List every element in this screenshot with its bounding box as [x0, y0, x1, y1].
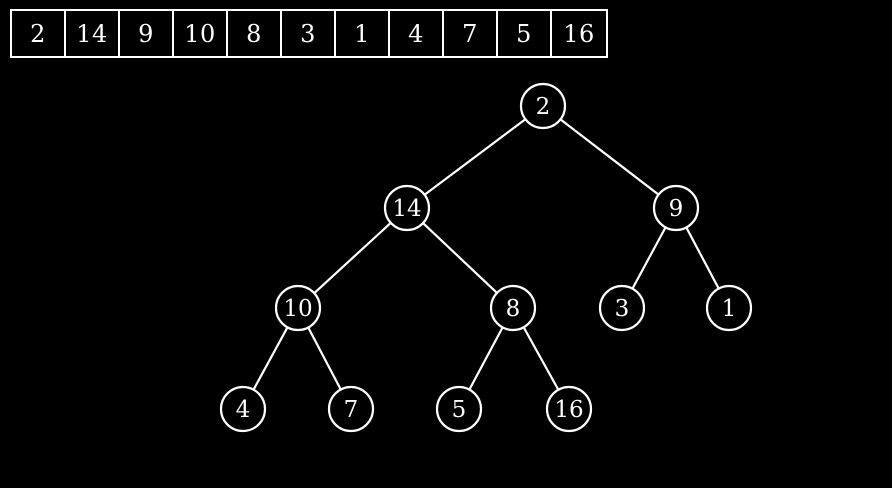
tree-node[interactable]: 14 — [383, 184, 431, 232]
tree-edge — [313, 222, 392, 294]
tree-edge-layer — [252, 118, 720, 391]
array-cell[interactable]: 1 — [336, 11, 390, 56]
tree-node-label: 2 — [536, 94, 551, 120]
tree-node-label: 3 — [615, 296, 630, 322]
tree-node-circle — [545, 385, 593, 433]
tree-node-label: 5 — [452, 397, 467, 423]
tree-edge — [307, 326, 342, 391]
array-cell[interactable]: 9 — [120, 11, 174, 56]
tree-node-circle — [435, 385, 483, 433]
tree-node-circle — [652, 184, 700, 232]
tree-edge — [685, 226, 720, 290]
tree-node-circle — [383, 184, 431, 232]
tree-node-label: 9 — [669, 196, 684, 222]
tree-node-label: 4 — [236, 397, 251, 423]
tree-node[interactable]: 16 — [545, 385, 593, 433]
array-cell[interactable]: 3 — [282, 11, 336, 56]
tree-edge — [468, 326, 504, 391]
tree-node-label: 8 — [506, 296, 521, 322]
tree-edge — [252, 326, 289, 391]
array-cell[interactable]: 10 — [174, 11, 228, 56]
array-cell[interactable]: 4 — [390, 11, 444, 56]
tree-node-circle — [219, 385, 267, 433]
tree-edge — [522, 326, 560, 391]
tree-node[interactable]: 9 — [652, 184, 700, 232]
tree-node-label: 14 — [392, 196, 421, 222]
tree-node-circle — [598, 284, 646, 332]
array-cell[interactable]: 5 — [498, 11, 552, 56]
tree-node[interactable]: 7 — [327, 385, 375, 433]
array-cell[interactable]: 8 — [228, 11, 282, 56]
tree-edge — [559, 118, 660, 196]
array-cell[interactable]: 14 — [66, 11, 120, 56]
tree-edge — [631, 226, 667, 290]
tree-node-label: 10 — [283, 296, 312, 322]
array-cell[interactable]: 2 — [12, 11, 66, 56]
tree-node-circle — [274, 284, 322, 332]
tree-node[interactable]: 1 — [705, 284, 753, 332]
tree-node-circle — [327, 385, 375, 433]
array-cell[interactable]: 16 — [563, 19, 595, 48]
tree-node[interactable]: 2 — [519, 82, 567, 130]
tree-node-label: 7 — [344, 397, 359, 423]
tree-node-label: 1 — [722, 296, 737, 322]
tree-node[interactable]: 8 — [489, 284, 537, 332]
tree-node-circle — [705, 284, 753, 332]
tree-node[interactable]: 10 — [274, 284, 322, 332]
tree-node-label: 16 — [554, 397, 583, 423]
tree-node[interactable]: 4 — [219, 385, 267, 433]
tree-node[interactable]: 5 — [435, 385, 483, 433]
array-cell[interactable]: 7 — [444, 11, 498, 56]
tree-node-circle — [489, 284, 537, 332]
tree-edge — [422, 222, 498, 294]
tree-node-circle — [519, 82, 567, 130]
tree-node[interactable]: 3 — [598, 284, 646, 332]
tree-edge — [423, 118, 527, 196]
